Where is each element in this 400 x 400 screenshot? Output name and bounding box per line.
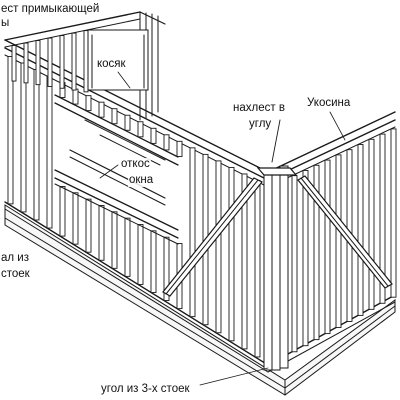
left-wall-cripple-stud — [72, 88, 79, 105]
corner-three-studs — [263, 165, 289, 371]
left-wall-stud — [20, 62, 27, 213]
left-wall-cripple-stud — [98, 205, 105, 261]
right-wall-stud — [291, 175, 298, 353]
left-wall-cripple-stud — [163, 236, 170, 301]
label-lap-corner-2: углу — [248, 118, 273, 131]
right-wall-stud — [313, 164, 320, 341]
left-wall-cripple-stud — [137, 121, 144, 138]
label-left-partial-2: стоек — [0, 268, 31, 281]
lap-in-corner — [256, 119, 298, 176]
label-window-reveal-1: откос — [120, 158, 151, 171]
label-lap-corner-1: нахлест в — [232, 102, 286, 115]
left-wall-cripple-stud — [98, 101, 105, 118]
left-wall-stud — [215, 160, 222, 334]
back-wall-stud — [11, 45, 17, 82]
right-wall-stud — [379, 133, 386, 304]
right-wall-stud — [368, 138, 375, 310]
back-wall-stud — [47, 37, 53, 87]
left-wall-stud — [33, 69, 40, 221]
left-wall-cripple-stud — [111, 108, 118, 125]
back-wall — [4, 11, 166, 121]
back-wall-stud — [23, 42, 29, 84]
back-wall-stud — [83, 30, 89, 93]
label-brace: Укосина — [306, 97, 352, 110]
right-wall-stud — [390, 128, 397, 298]
left-wall-cripple-stud — [124, 114, 131, 131]
left-wall-cripple-stud — [72, 192, 79, 245]
right-wall-stud — [335, 154, 342, 328]
left-wall-stud — [254, 180, 261, 358]
left-wall-cripple-stud — [111, 211, 118, 269]
left-wall-cripple-stud — [137, 224, 144, 285]
right-wall-stud — [357, 144, 364, 316]
left-wall-cripple-stud — [163, 134, 170, 151]
left-wall-stud — [46, 75, 53, 229]
back-wall-stud — [59, 35, 65, 89]
leader-lines — [99, 71, 346, 386]
label-corner-three-studs: угол из 3-х стоек — [100, 383, 191, 396]
left-wall-stud — [189, 147, 196, 318]
label-window-reveal-2: окна — [128, 174, 155, 187]
left-wall-cripple-stud — [150, 230, 157, 293]
left-wall-cripple-stud — [85, 198, 92, 253]
floor-platform — [4, 204, 396, 396]
back-wall-stud — [35, 40, 41, 86]
label-jamb: косяк — [96, 58, 127, 71]
left-wall-cripple-stud — [150, 127, 157, 144]
left-wall-cripple-stud — [85, 95, 92, 112]
left-wall-cripple-stud — [124, 217, 131, 277]
back-wall-stud — [71, 32, 77, 91]
left-wall-stud — [7, 56, 14, 205]
label-adjacent-partial: ест примыкающей — [0, 3, 101, 16]
left-wall-cripple-stud — [59, 185, 66, 237]
diagonal-braces — [162, 175, 393, 297]
label-left-partial-1: ал из — [0, 252, 30, 265]
left-wall-stud — [241, 173, 248, 350]
left-wall-cripple-stud — [176, 140, 183, 157]
left-wall-stud — [228, 166, 235, 342]
right-wall-stud — [324, 159, 331, 335]
right-wall-stud — [302, 170, 309, 347]
label-adjacent-partial-2: ы — [1, 17, 10, 29]
